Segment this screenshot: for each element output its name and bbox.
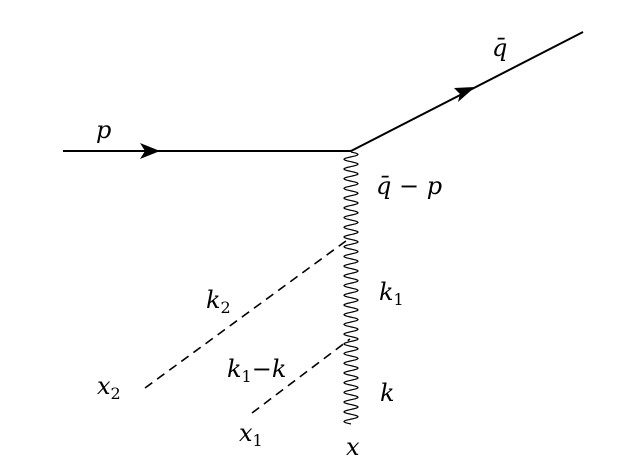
outgoing-arrow [454, 87, 475, 102]
label-k: k [380, 379, 395, 407]
label-x: x [346, 433, 360, 461]
dashed-line-k1-minus-k [251, 338, 351, 414]
dashed-line-k2 [144, 237, 351, 389]
label-k2: k2 [206, 286, 231, 317]
label-k1-minus-k: k1−k [227, 355, 287, 386]
label-x1: x1 [239, 419, 263, 450]
label-p: p [96, 116, 112, 144]
label-x2: x2 [97, 372, 121, 403]
incoming-arrow [140, 143, 160, 159]
gluon-line [343, 151, 359, 425]
label-qbar: q̄ [492, 34, 508, 62]
label-qbar-minus-p: q̄ − p [376, 172, 443, 200]
label-k1: k1 [379, 278, 404, 309]
